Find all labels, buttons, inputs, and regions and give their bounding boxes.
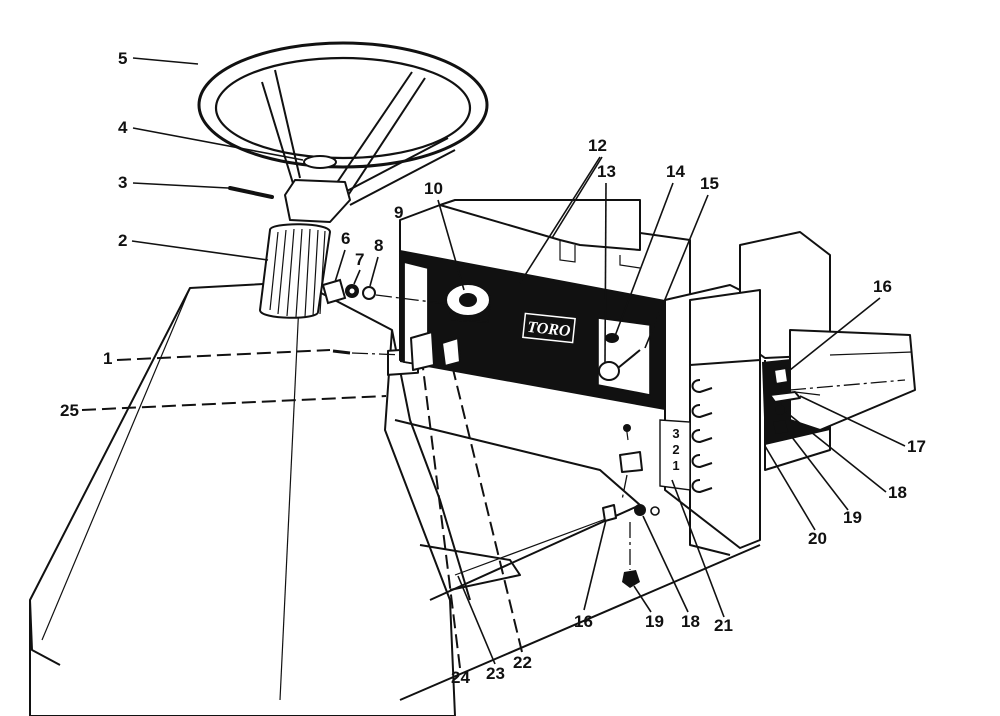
steering-wheel xyxy=(197,41,489,223)
callouts: 1 2 3 4 5 6 7 8 9 10 12 13 xyxy=(60,49,926,687)
bolt-16a xyxy=(773,367,789,385)
washer-18b xyxy=(634,504,646,516)
rear-bolt-hardware xyxy=(769,367,821,434)
speed-decal xyxy=(659,419,691,491)
roll-pin xyxy=(228,186,274,199)
bracket-22 xyxy=(441,337,461,367)
callout-6: 6 xyxy=(341,229,350,248)
callout-21: 21 xyxy=(714,616,733,635)
callout-25: 25 xyxy=(60,401,79,420)
callout-19b: 19 xyxy=(645,612,664,631)
callout-5: 5 xyxy=(118,49,127,68)
callout-24: 24 xyxy=(451,668,470,687)
callout-4: 4 xyxy=(118,118,128,137)
callout-7: 7 xyxy=(355,250,364,269)
callout-3: 3 xyxy=(118,173,127,192)
callout-16a: 16 xyxy=(873,277,892,296)
throttle-link-hardware xyxy=(602,424,660,588)
callout-18b: 18 xyxy=(681,612,700,631)
callout-15: 15 xyxy=(700,174,719,193)
callout-22: 22 xyxy=(513,653,532,672)
bracket-24 xyxy=(410,331,435,371)
callout-16b: 16 xyxy=(574,612,593,631)
callout-2: 2 xyxy=(118,231,127,250)
callout-9: 9 xyxy=(394,203,403,222)
callout-18a: 18 xyxy=(888,483,907,502)
throttle-knob xyxy=(598,361,620,381)
callout-23: 23 xyxy=(486,664,505,683)
callout-10: 10 xyxy=(424,179,443,198)
o-ring xyxy=(362,286,376,300)
callout-14: 14 xyxy=(666,162,685,181)
steering-assembly xyxy=(197,41,489,319)
carriage-bolt-16b xyxy=(602,504,617,522)
callout-12: 12 xyxy=(588,136,607,155)
steering-column-cover xyxy=(259,223,331,319)
callout-8: 8 xyxy=(374,236,383,255)
decal-number-1: 1 xyxy=(672,458,679,473)
ignition-key-group xyxy=(321,278,449,305)
callout-13: 13 xyxy=(597,162,616,181)
brand-logo-text: TORO xyxy=(526,319,571,340)
tractor-hood xyxy=(29,281,471,716)
nut-19a xyxy=(773,420,788,434)
shift-gate xyxy=(691,379,713,493)
brand-plate: TORO xyxy=(522,312,576,344)
screw-1 xyxy=(332,349,351,355)
dash-brackets xyxy=(332,331,461,371)
decal-number-3: 3 xyxy=(672,426,679,441)
nut-19b xyxy=(622,570,640,588)
callout-19a: 19 xyxy=(843,508,862,527)
decal-number-2: 2 xyxy=(672,442,679,457)
steering-cap xyxy=(303,155,337,169)
dash-console: TORO xyxy=(399,199,691,410)
ignition-key xyxy=(321,278,347,305)
callout-1: 1 xyxy=(103,349,112,368)
rear-housing xyxy=(789,329,916,431)
callout-20: 20 xyxy=(808,529,827,548)
floor-pan xyxy=(394,419,761,701)
callout-17: 17 xyxy=(907,437,926,456)
washer-18a xyxy=(775,405,785,415)
